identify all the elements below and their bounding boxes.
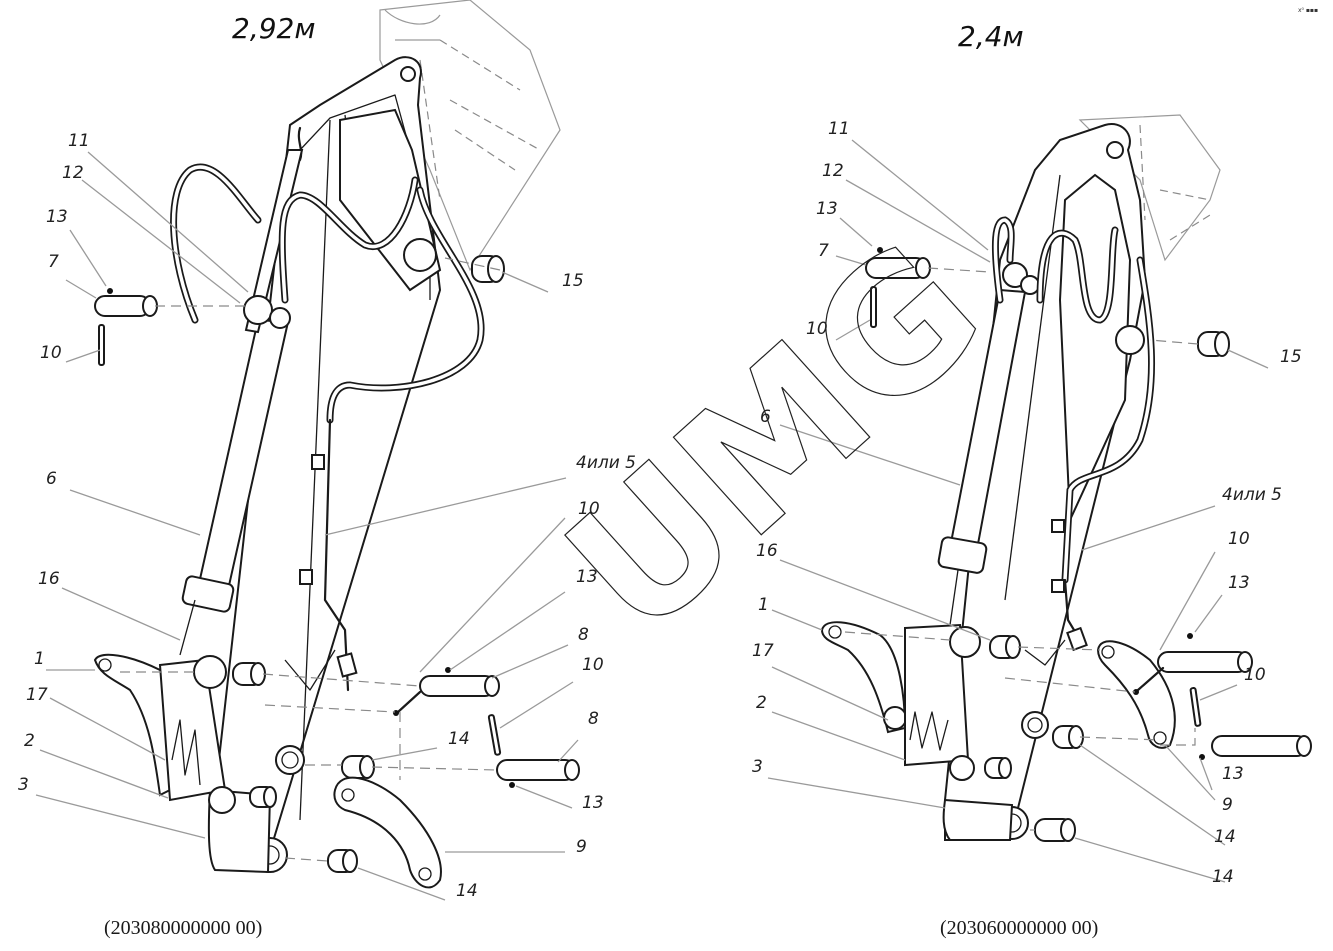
callout-4-or-5: 4или 5 <box>1222 485 1282 505</box>
callout-9: 9 <box>576 837 587 857</box>
callout-13: 13 <box>1228 573 1250 593</box>
left-pin-8-bottom <box>496 759 576 781</box>
right-hoses <box>991 216 1156 652</box>
corner-mark: x⁰ ▪▪▪ <box>1298 7 1318 14</box>
left-pin-7 <box>94 295 151 317</box>
callout-2: 2 <box>756 693 767 713</box>
right-alignment-lines <box>844 267 1199 831</box>
callout-10: 10 <box>1228 529 1250 549</box>
callout-12: 12 <box>62 163 84 183</box>
watermark-logo: UMG <box>529 204 1020 676</box>
left-alignment-lines <box>120 257 501 862</box>
callout-13: 13 <box>576 567 598 587</box>
callout-16: 16 <box>756 541 778 561</box>
right-arm-body <box>937 123 1147 841</box>
callout-2: 2 <box>24 731 35 751</box>
callout-3: 3 <box>752 757 763 777</box>
diagram-left-code: (203080000000 00) <box>104 917 262 939</box>
callout-8: 8 <box>578 625 589 645</box>
right-pin-8 <box>1211 735 1308 757</box>
callout-13: 13 <box>582 793 604 813</box>
callout-10: 10 <box>578 499 600 519</box>
callout-14: 14 <box>448 729 470 749</box>
callout-1: 1 <box>758 595 769 615</box>
diagram-left: 2,92м <box>18 0 636 939</box>
callout-8: 8 <box>588 709 599 729</box>
diagram-right-code: (203060000000 00) <box>940 917 1098 939</box>
callout-6: 6 <box>46 469 57 489</box>
callout-13: 13 <box>816 199 838 219</box>
left-callouts: 11 12 13 7 10 15 6 4или 5 10 13 8 10 8 1… <box>18 131 636 901</box>
callout-10: 10 <box>1244 665 1266 685</box>
callout-7: 7 <box>48 252 59 272</box>
right-pin-10-top <box>870 286 877 328</box>
right-leader-lines <box>767 139 1269 883</box>
callout-14: 14 <box>1212 867 1234 887</box>
callout-4-or-5: 4или 5 <box>576 453 636 473</box>
callout-10: 10 <box>582 655 604 675</box>
callout-14: 14 <box>1214 827 1236 847</box>
callout-17: 17 <box>26 685 48 705</box>
callout-11: 11 <box>828 119 850 139</box>
left-link-9 <box>333 776 442 889</box>
left-pin-8-top <box>419 675 496 697</box>
right-callouts: 11 12 13 7 10 15 6 4или 5 10 13 10 13 9 … <box>752 119 1302 887</box>
right-bush-15 <box>1214 331 1230 357</box>
callout-10: 10 <box>806 319 828 339</box>
callout-17: 17 <box>752 641 774 661</box>
callout-9: 9 <box>1222 795 1233 815</box>
left-hoses <box>170 163 485 692</box>
diagram-left-title: 2,92м <box>232 12 315 45</box>
callout-6: 6 <box>760 407 771 427</box>
callout-15: 15 <box>562 271 584 291</box>
right-exploded-parts <box>820 247 1312 842</box>
diagram-right-title: 2,4м <box>958 20 1024 53</box>
callout-10: 10 <box>40 343 62 363</box>
callout-7: 7 <box>818 241 829 261</box>
left-leader-lines <box>35 151 579 901</box>
callout-15: 15 <box>1280 347 1302 367</box>
callout-16: 16 <box>38 569 60 589</box>
left-arm-body <box>179 56 442 874</box>
callout-12: 12 <box>822 161 844 181</box>
left-cotter-13-top <box>107 288 113 294</box>
callout-3: 3 <box>18 775 29 795</box>
callout-1: 1 <box>34 649 45 669</box>
callout-13: 13 <box>1222 764 1244 784</box>
callout-11: 11 <box>68 131 90 151</box>
callout-13: 13 <box>46 207 68 227</box>
left-exploded-parts <box>93 255 580 889</box>
left-pin-10-top <box>98 324 105 366</box>
callout-14: 14 <box>456 881 478 901</box>
diagram-right: 2,4м <box>752 20 1312 939</box>
